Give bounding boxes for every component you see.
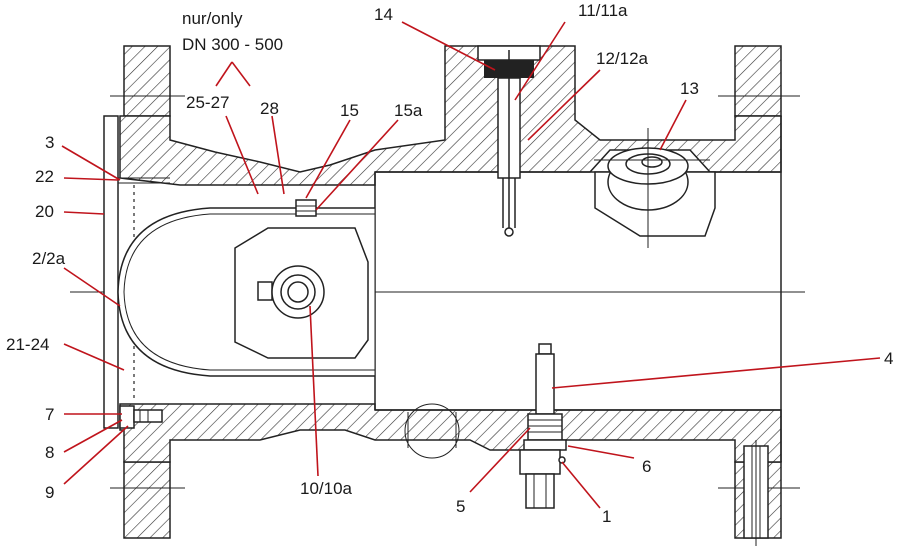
plug-13	[594, 128, 716, 248]
label-15a: 15a	[394, 101, 423, 120]
label-7: 7	[45, 405, 54, 424]
label-5: 5	[456, 497, 465, 516]
label-6: 6	[642, 457, 651, 476]
note-line-1: nur/only	[182, 9, 243, 28]
label-1: 1	[602, 507, 611, 526]
label-14: 14	[374, 5, 393, 24]
label-10-10a: 10/10a	[300, 479, 353, 498]
screw-15	[295, 199, 317, 217]
label-4: 4	[884, 349, 893, 368]
bottom-instrument	[519, 343, 567, 509]
label-20: 20	[35, 202, 54, 221]
note-line-2: DN 300 - 500	[182, 35, 283, 54]
label-2-2a: 2/2a	[32, 249, 66, 268]
leader-lines	[61, 21, 881, 509]
label-11-11a: 11/11a	[578, 1, 628, 20]
label-25-27: 25-27	[186, 93, 229, 112]
right-bottom-bolt	[743, 440, 769, 546]
detail-circle	[404, 403, 460, 459]
left-flange	[110, 45, 185, 539]
lower-body-wall	[119, 403, 782, 463]
label-8: 8	[45, 443, 54, 462]
measuring-unit	[234, 227, 369, 359]
label-13: 13	[680, 79, 699, 98]
label-22: 22	[35, 167, 54, 186]
cover-plate	[103, 115, 119, 429]
label-15: 15	[340, 101, 359, 120]
label-12-12a: 12/12a	[596, 49, 649, 68]
label-9: 9	[45, 483, 54, 502]
bolt-7-8-9	[119, 405, 163, 429]
top-instrument	[477, 45, 541, 237]
label-3: 3	[45, 133, 54, 152]
label-21-24: 21-24	[6, 335, 49, 354]
label-28: 28	[260, 99, 279, 118]
